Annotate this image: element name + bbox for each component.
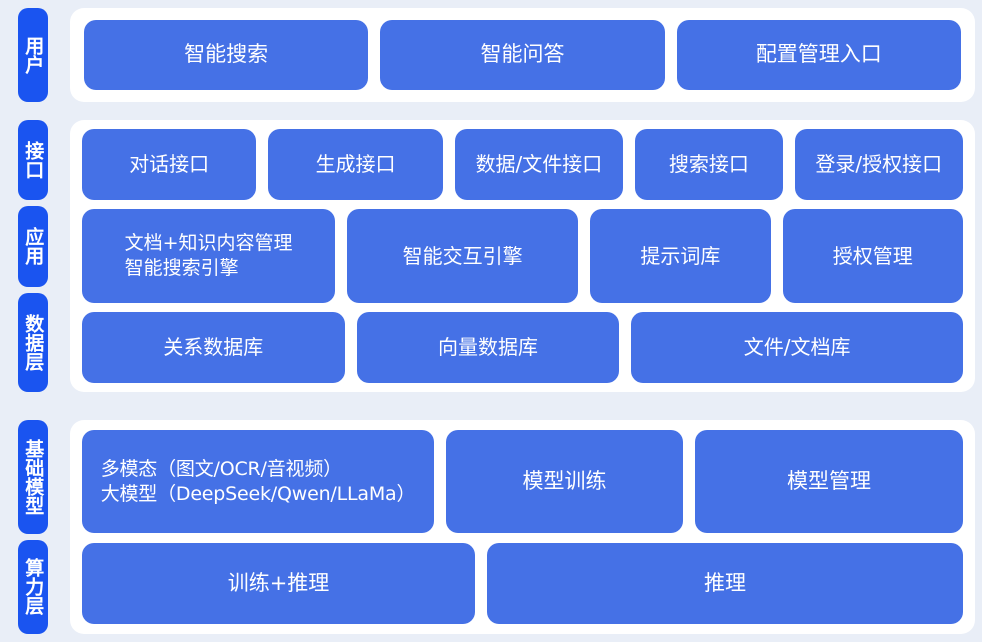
- card-training-and-inference[interactable]: 训练+推理: [82, 543, 476, 624]
- row-data-stores: 关系数据库 向量数据库 文件/文档库: [82, 312, 963, 384]
- card-model-training[interactable]: 模型训练: [445, 430, 684, 534]
- card-generation-interface[interactable]: 生成接口: [268, 129, 443, 200]
- layer-tab-data[interactable]: 数据层: [18, 292, 48, 392]
- card-intelligent-search[interactable]: 智能搜索: [84, 20, 369, 90]
- card-data-file-interface[interactable]: 数据/文件接口: [454, 129, 624, 200]
- layer-tab-user[interactable]: 用户: [18, 8, 48, 102]
- row-interfaces: 对话接口 生成接口 数据/文件接口 搜索接口 登录/授权接口: [82, 129, 963, 200]
- band-user: 用户 智能搜索 智能问答 配置管理入口: [0, 0, 982, 110]
- card-doc-knowledge-management[interactable]: 文档+知识内容管理 智能搜索引擎: [82, 208, 336, 304]
- card-relational-database[interactable]: 关系数据库: [82, 312, 345, 384]
- layer-tab-foundation-model[interactable]: 基础模型: [18, 420, 48, 534]
- tab-column-platform: 接口 应用 数据层: [0, 112, 62, 400]
- row-models: 多模态（图文/OCR/音视频） 大模型（DeepSeek/Qwen/LLaMa）…: [82, 430, 963, 534]
- card-inference[interactable]: 推理: [487, 543, 963, 624]
- card-login-auth-interface[interactable]: 登录/授权接口: [794, 129, 963, 200]
- band-platform: 接口 应用 数据层 对话接口 生成接口 数据/文件接口 搜索接口 登录/授权接口…: [0, 112, 982, 400]
- band-infra: 基础模型 算力层 多模态（图文/OCR/音视频） 大模型（DeepSeek/Qw…: [0, 412, 982, 642]
- card-multimodal-large-model[interactable]: 多模态（图文/OCR/音视频） 大模型（DeepSeek/Qwen/LLaMa）: [82, 430, 434, 534]
- layer-tab-application[interactable]: 应用: [18, 206, 48, 287]
- card-prompt-library[interactable]: 提示词库: [590, 208, 771, 304]
- tab-column-user: 用户: [0, 0, 62, 110]
- row-compute: 训练+推理 推理: [82, 543, 963, 624]
- card-vector-database[interactable]: 向量数据库: [356, 312, 620, 384]
- panel-platform: 对话接口 生成接口 数据/文件接口 搜索接口 登录/授权接口 文档+知识内容管理…: [70, 120, 975, 392]
- card-intelligent-interaction-engine[interactable]: 智能交互引擎: [347, 208, 579, 304]
- layer-tab-compute[interactable]: 算力层: [18, 539, 48, 634]
- panel-infra: 多模态（图文/OCR/音视频） 大模型（DeepSeek/Qwen/LLaMa）…: [70, 420, 975, 634]
- panel-user: 智能搜索 智能问答 配置管理入口: [70, 8, 975, 102]
- row-user-entries: 智能搜索 智能问答 配置管理入口: [84, 20, 961, 90]
- tab-column-infra: 基础模型 算力层: [0, 412, 62, 642]
- card-config-management-entry[interactable]: 配置管理入口: [676, 20, 961, 90]
- card-file-document-store[interactable]: 文件/文档库: [631, 312, 963, 384]
- card-intelligent-qa[interactable]: 智能问答: [380, 20, 665, 90]
- layer-tab-interface[interactable]: 接口: [18, 120, 48, 201]
- card-authorization-management[interactable]: 授权管理: [782, 208, 963, 304]
- row-applications: 文档+知识内容管理 智能搜索引擎 智能交互引擎 提示词库 授权管理: [82, 208, 963, 304]
- card-search-interface[interactable]: 搜索接口: [635, 129, 783, 200]
- card-model-management[interactable]: 模型管理: [695, 430, 963, 534]
- card-dialog-interface[interactable]: 对话接口: [82, 129, 257, 200]
